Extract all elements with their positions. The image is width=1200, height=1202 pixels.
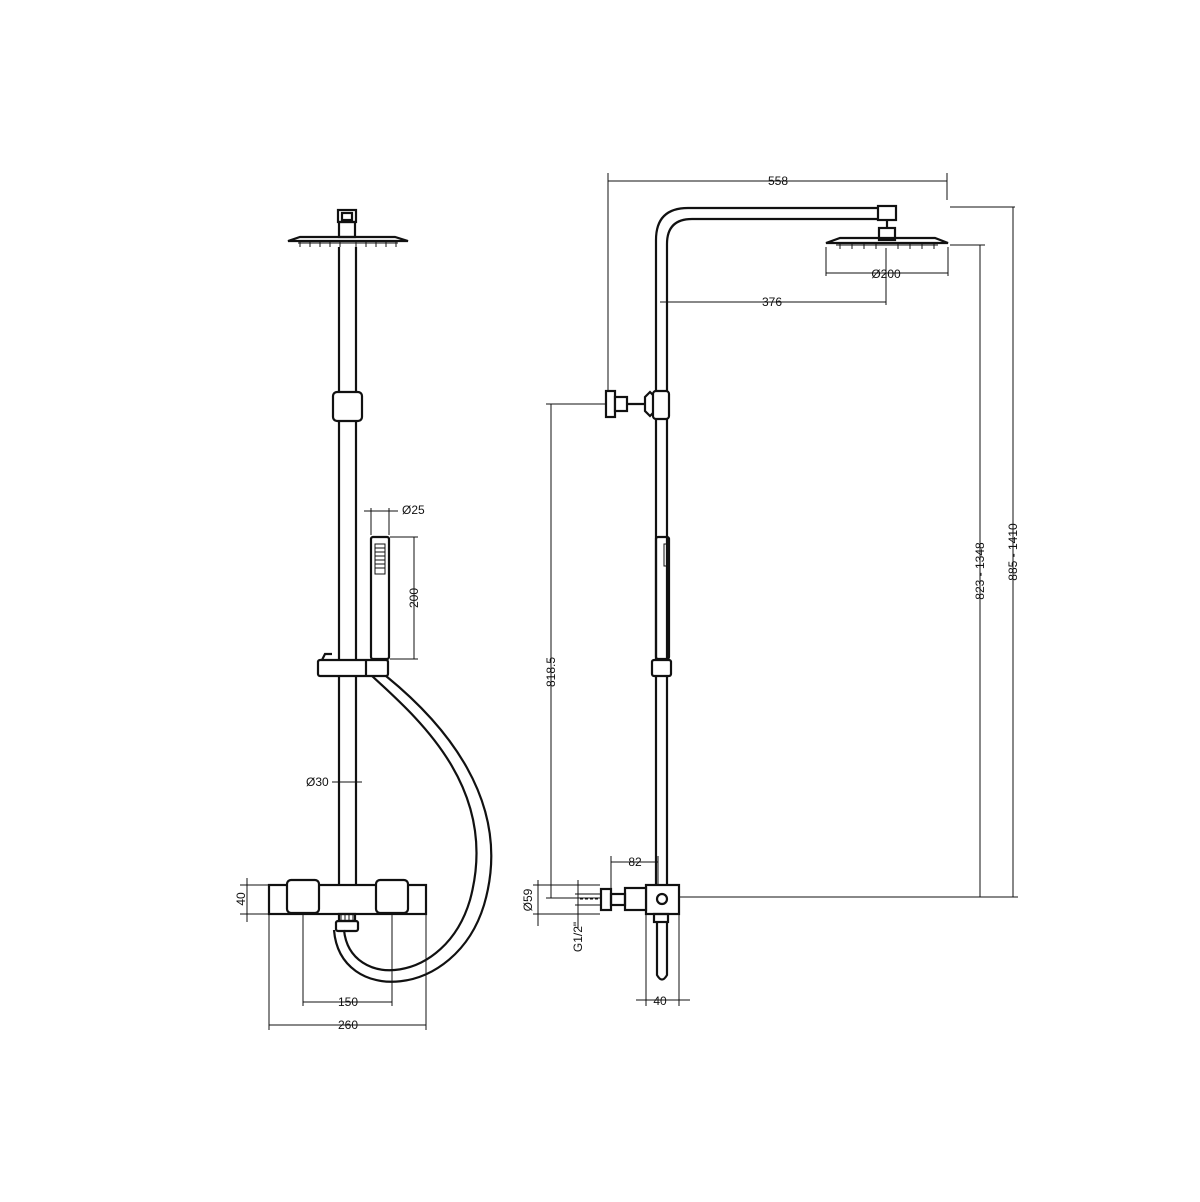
front-view — [267, 208, 493, 983]
dim-inlet-centres: 150 — [338, 995, 358, 1009]
dimension-lines — [240, 173, 1018, 1030]
side-wall-bracket — [604, 389, 671, 421]
dim-body-width: 260 — [338, 1018, 358, 1032]
dim-body-depth: 40 — [653, 994, 667, 1008]
dim-head-diameter: Ø200 — [871, 267, 901, 281]
dim-body-height: 40 — [234, 892, 248, 906]
side-riser-rail — [654, 206, 880, 897]
dim-arm-projection: 376 — [762, 295, 782, 309]
dim-bracket-height: 818.5 — [544, 657, 558, 687]
side-valve — [575, 883, 681, 981]
dim-handset-length: 200 — [407, 588, 421, 608]
side-shower-head — [825, 204, 949, 249]
dimension-labels: 558 Ø200 376 Ø25 200 818.5 Ø30 823 - 134… — [234, 174, 1020, 1032]
front-bar-valve — [267, 878, 428, 933]
front-riser-rail — [331, 247, 364, 885]
dim-head-height-range: 823 - 1348 — [973, 542, 987, 600]
front-slider-bracket — [316, 652, 390, 678]
dim-inlet-thread: G1/2" — [571, 922, 585, 952]
side-view — [575, 204, 949, 981]
dim-handset-diameter: Ø25 — [402, 503, 425, 517]
dim-rail-length: 558 — [768, 174, 788, 188]
front-hose — [332, 675, 493, 983]
side-handset — [650, 535, 673, 678]
dim-overall-height-range: 885 - 1410 — [1006, 523, 1020, 581]
dim-rail-diameter: Ø30 — [306, 775, 329, 789]
front-handset — [369, 535, 391, 661]
dim-inlet-offset: 82 — [628, 855, 642, 869]
dim-inlet-diameter: Ø59 — [521, 888, 535, 911]
front-shower-head — [287, 208, 409, 247]
